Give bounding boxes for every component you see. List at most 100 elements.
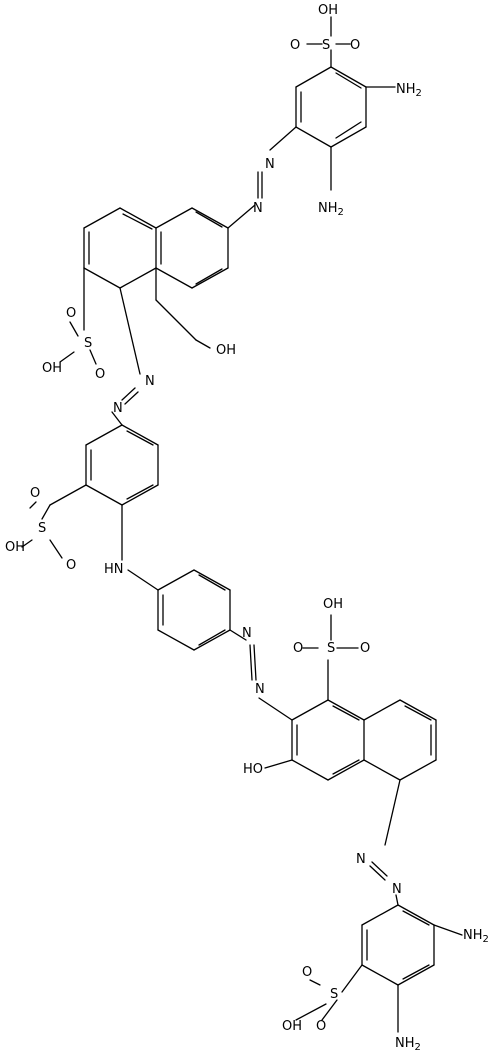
label-n-azo-mid1-2: N — [113, 401, 123, 416]
bond-line — [85, 424, 123, 446]
label-oh-ring3-so3h: OH — [5, 540, 25, 555]
bond-line — [122, 213, 153, 230]
bond-line — [157, 569, 195, 591]
bond-line — [321, 999, 338, 1021]
bond-line — [371, 861, 388, 877]
bond-line — [155, 267, 193, 289]
bond-line — [295, 126, 332, 148]
bond-line — [121, 387, 136, 401]
bond-line — [341, 964, 363, 993]
label-nh2-top-ortho: NH2 — [318, 201, 344, 218]
bond-line — [335, 121, 362, 139]
bond-line — [399, 699, 437, 721]
label-oh-naph2-so3h: OH — [323, 597, 343, 612]
label-s-naph2: S — [327, 641, 335, 656]
label-n-azo-mid2-2: N — [255, 682, 265, 697]
bond-line — [83, 267, 121, 289]
bond-line — [404, 705, 432, 721]
bond-line — [155, 207, 193, 229]
label-s-top: S — [322, 38, 330, 53]
bond-line — [384, 779, 401, 846]
bond-line — [397, 904, 435, 926]
bond-line — [327, 699, 365, 721]
bond-line — [127, 569, 159, 591]
bond-line — [121, 484, 159, 506]
bond-line — [195, 211, 223, 228]
bond-line — [433, 924, 463, 936]
label-nh2-bottom-ortho: NH2 — [395, 1036, 421, 1053]
bond-line — [198, 629, 226, 646]
label-o-naph2-right: O — [360, 641, 370, 656]
label-n-azo-top-2: N — [253, 201, 263, 216]
bond-line — [119, 267, 157, 289]
bond-line — [269, 126, 297, 151]
bond-line — [191, 207, 229, 229]
label-s-naph1: S — [84, 336, 92, 351]
bond-line — [69, 321, 79, 337]
bond-line — [291, 759, 329, 781]
bond-line — [330, 126, 367, 148]
bond-line — [111, 411, 123, 426]
bond-line — [119, 207, 157, 229]
label-s-ring3: S — [38, 521, 46, 536]
bond-line — [126, 484, 154, 500]
bond-line — [397, 964, 435, 986]
bond-line — [332, 705, 360, 721]
bond-line — [126, 430, 154, 446]
bond-line — [29, 501, 37, 509]
bond-line — [249, 644, 253, 681]
label-oh-naph1-so3h: OH — [42, 361, 62, 376]
label-oh-bottom-so3h: OH — [282, 1019, 302, 1034]
bond-line — [332, 759, 360, 775]
label-o-naph1-up: O — [66, 306, 76, 321]
bond-line — [295, 1003, 327, 1021]
bond-lines — [21, 16, 463, 1033]
label-oh-naph1: OH — [216, 343, 236, 358]
bond-line — [229, 629, 247, 641]
label-o-naph1-down: O — [95, 367, 105, 382]
label-n-azo-bottom-1: N — [356, 852, 366, 867]
label-n-azo-top-1: N — [265, 157, 275, 172]
label-n-azo-bottom-2: N — [392, 882, 402, 897]
bond-line — [89, 349, 97, 365]
label-o-ring3-down: O — [66, 558, 76, 573]
bond-line — [49, 484, 87, 506]
label-o-bottom-down: O — [316, 1019, 326, 1034]
label-nh2-bottom-right: NH2 — [463, 928, 489, 945]
bond-line — [49, 539, 63, 559]
bond-line — [395, 894, 399, 906]
bond-line — [327, 759, 365, 781]
bond-line — [227, 204, 256, 229]
label-o-top-right: O — [350, 38, 360, 53]
label-n-azo-mid1-1: N — [145, 374, 155, 389]
bond-line — [361, 904, 399, 926]
bond-line — [121, 424, 159, 446]
label-o-ring3-up: O — [30, 486, 40, 501]
bond-line — [330, 66, 367, 88]
bond-line — [193, 569, 231, 591]
label-s-bottom: S — [330, 987, 338, 1002]
bond-line — [198, 574, 226, 591]
bond-line — [193, 629, 231, 651]
bond-line — [195, 339, 211, 349]
label-nh-bridge: HN — [104, 562, 124, 577]
bond-line — [195, 268, 223, 285]
bond-line — [399, 759, 437, 781]
label-ho-naph2: HO — [243, 762, 263, 777]
bond-line — [253, 644, 257, 681]
bond-line — [361, 964, 399, 986]
label-o-bottom-up: O — [302, 965, 312, 980]
bond-line — [124, 391, 139, 405]
bond-line — [402, 910, 430, 926]
bond-line — [309, 979, 321, 986]
bond-line — [21, 539, 33, 548]
atom-labels: OH S O O NH2 NH2 N N S O O OH OH N N S O… — [5, 3, 489, 1053]
bond-line — [258, 697, 293, 721]
label-oh-top-so3h: OH — [318, 3, 338, 18]
bond-line — [41, 504, 51, 520]
bond-line — [85, 484, 123, 506]
bond-line — [264, 759, 293, 769]
label-o-top-left: O — [290, 38, 300, 53]
bond-line — [155, 299, 197, 341]
